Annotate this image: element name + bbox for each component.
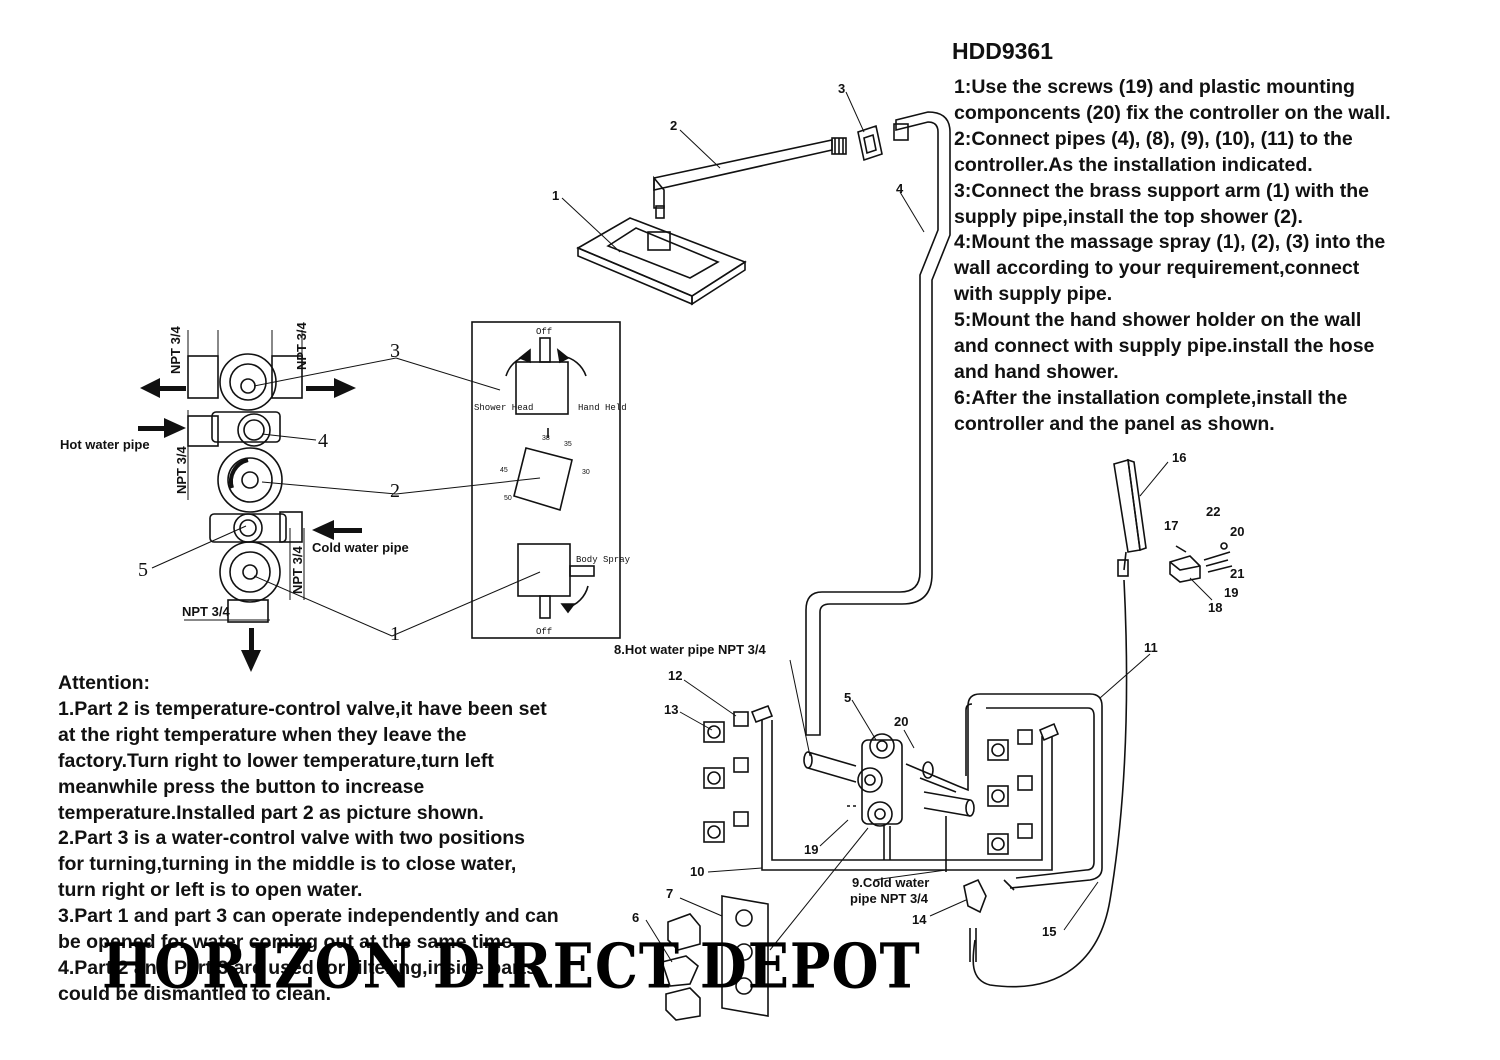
step-4: 4:Mount the massage spray (1), (2), (3) …	[954, 231, 1386, 306]
dimension-lines	[184, 330, 305, 621]
callout-3: 3	[390, 340, 400, 362]
attention-line: 1.Part 2 is temperature-control valve,it…	[58, 697, 547, 720]
cold-pipe-label: 9.Cold water	[852, 875, 929, 890]
callout-4: 4	[318, 430, 328, 452]
overhead-shower-head	[576, 205, 747, 306]
temp-50: 50	[504, 495, 512, 502]
hot-water-pipe-label: Hot water pipe	[60, 437, 150, 452]
part-16: 16	[1172, 450, 1186, 465]
hand-held-label: Hand Held	[578, 403, 627, 413]
diagram-labels: NPT 3/4 NPT 3/4 NPT 3/4 NPT 3/4 NPT 3/4 …	[60, 81, 1244, 939]
part-18: 18	[1208, 600, 1222, 615]
attention-line: turn right or left is to open water.	[58, 879, 363, 902]
npt-label: NPT 3/4	[182, 604, 230, 619]
callout-1: 1	[390, 623, 400, 645]
attention-notes: Attention: 1.Part 2 is temperature-contr…	[58, 671, 638, 1008]
cold-water-pipe-label: Cold water pipe	[312, 540, 409, 555]
step-1: 1:Use the screws (19) and plastic mounti…	[954, 76, 1391, 124]
attention-line: for turning,turning in the middle is to …	[58, 853, 517, 876]
trim-plate	[721, 895, 769, 1017]
attention-line: be opened for water coming out at the sa…	[58, 931, 518, 954]
valve-body	[187, 353, 303, 623]
temp-35: 35	[564, 441, 572, 448]
elbow-fitting-14	[963, 878, 987, 962]
cold-pipe-label: pipe NPT 3/4	[850, 891, 929, 906]
callout-2: 2	[390, 480, 400, 502]
hand-shower-holder	[1169, 542, 1233, 583]
part-20: 20	[894, 714, 908, 729]
main-valve-assembly	[857, 733, 903, 860]
handles	[660, 913, 701, 1021]
shower-head-label: Shower Head	[474, 403, 533, 413]
part-19: 19	[804, 842, 818, 857]
pipe-9-cold	[923, 791, 975, 872]
attention-line: 2.Part 3 is a water-control valve with t…	[58, 827, 526, 850]
part-20: 20	[1230, 524, 1244, 539]
part-21: 21	[1230, 566, 1244, 581]
part-19: 19	[1224, 585, 1238, 600]
part-17: 17	[1164, 518, 1178, 533]
shower-arm	[653, 137, 847, 209]
hand-shower	[972, 458, 1147, 988]
part-10: 10	[690, 864, 704, 879]
step-2: 2:Connect pipes (4), (8), (9), (10), (11…	[954, 127, 1353, 176]
npt-label: NPT 3/4	[294, 322, 309, 370]
part-12: 12	[668, 668, 682, 683]
part-6: 6	[632, 910, 639, 925]
supply-pipe-4	[805, 111, 951, 736]
part-4: 4	[896, 181, 904, 196]
step-5: 5:Mount the hand shower holder on the wa…	[954, 309, 1375, 383]
temp-30: 30	[582, 469, 590, 476]
part-5: 5	[844, 690, 851, 705]
attention-line: meanwhile press the button to increase	[58, 775, 425, 798]
off-label: Off	[536, 627, 552, 637]
callout-5: 5	[138, 559, 148, 581]
pipe-10	[761, 720, 1053, 871]
part-2: 2	[670, 118, 677, 133]
body-spray-label: Body Spray	[576, 555, 631, 565]
model-code: HDD9361	[952, 38, 1053, 64]
npt-label: NPT 3/4	[168, 326, 183, 374]
npt-label: NPT 3/4	[174, 446, 189, 494]
part-14: 14	[912, 912, 927, 927]
installation-steps: 1:Use the screws (19) and plastic mounti…	[954, 75, 1494, 438]
attention-heading: Attention:	[58, 672, 151, 694]
body-sprays-left	[703, 704, 774, 843]
body-sprays-right	[987, 722, 1060, 855]
handle-position-panel	[471, 321, 621, 639]
npt-label: NPT 3/4	[290, 546, 305, 594]
wall-flange	[857, 124, 883, 162]
flow-arrows	[138, 378, 362, 672]
brand-watermark: HORIZON DIRECT DEPOT	[102, 929, 921, 1003]
attention-line: temperature.Installed part 2 as picture …	[58, 801, 484, 824]
temp-45: 45	[500, 467, 508, 474]
part-1: 1	[552, 188, 559, 203]
callout-leaders	[151, 357, 541, 637]
part-11: 11	[1144, 640, 1158, 655]
part-7: 7	[666, 886, 673, 901]
part-22: 22	[1206, 504, 1220, 519]
assembly-leaders	[561, 91, 1213, 963]
step-6: 6:After the installation complete,instal…	[954, 386, 1348, 435]
hot-pipe-label: 8.Hot water pipe NPT 3/4	[614, 642, 766, 657]
attention-line: 3.Part 1 and part 3 can operate independ…	[58, 905, 559, 928]
pipe-8-hot	[803, 751, 857, 783]
pipe-11	[905, 693, 1103, 891]
step-3: 3:Connect the brass support arm (1) with…	[954, 179, 1369, 228]
attention-line: could be dismantled to clean.	[58, 982, 332, 1005]
part-3: 3	[838, 81, 845, 96]
attention-line: at the right temperature when they leave…	[58, 723, 467, 746]
off-label: Off	[536, 327, 552, 337]
attention-line: 4.Part 2 and Part 3 are used for filteri…	[58, 956, 537, 979]
attention-line: factory.Turn right to lower temperature,…	[58, 749, 494, 772]
temp-38: 38	[542, 435, 550, 442]
part-15: 15	[1042, 924, 1056, 939]
part-13: 13	[664, 702, 678, 717]
